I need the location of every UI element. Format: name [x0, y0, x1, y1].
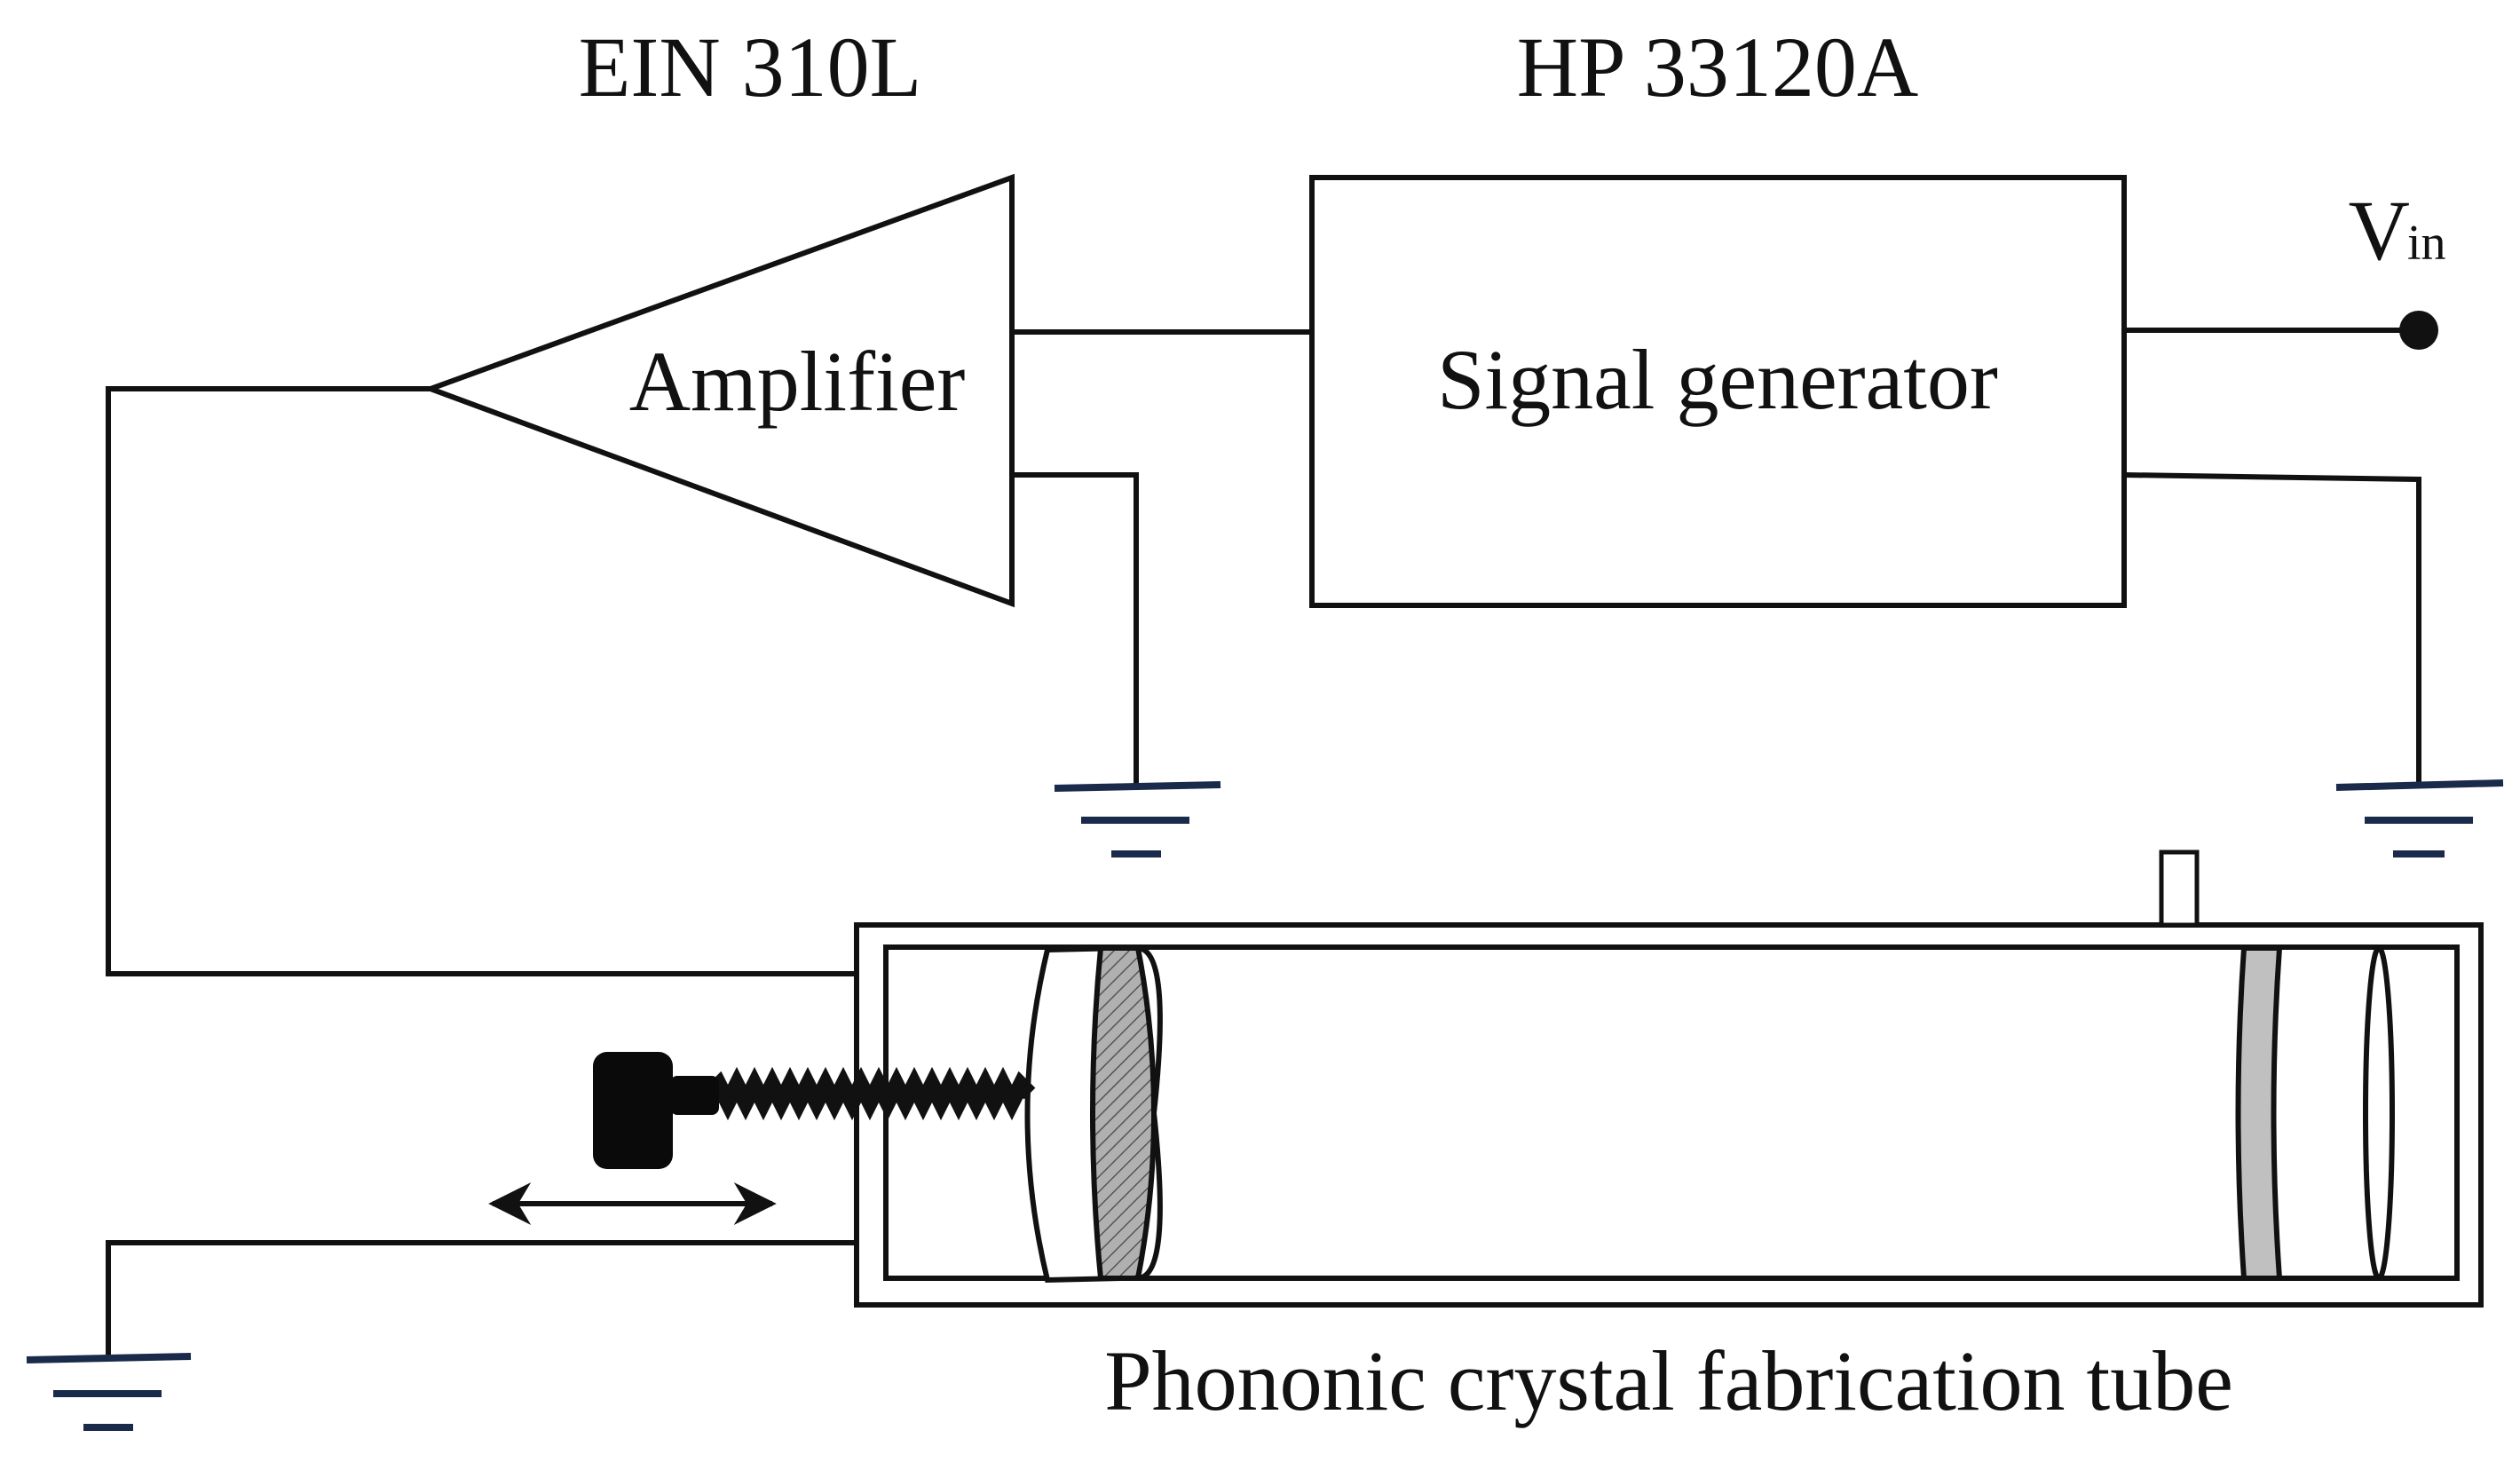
piston-hatched-face — [1090, 945, 1157, 1281]
phononic-crystal-tube — [854, 850, 2484, 1308]
tube-caption: Phononic crystal fabrication tube — [1104, 1333, 2233, 1428]
vin-label: V — [2349, 183, 2410, 278]
wire-tube-ground — [106, 1240, 1019, 1361]
amplifier-symbol — [423, 173, 1015, 608]
ground-icon — [2335, 779, 2504, 857]
generator-model-label: HP 33120A — [1517, 20, 1918, 115]
knob-icon — [593, 1052, 673, 1169]
adjustment-screw-icon — [670, 1066, 1036, 1121]
ground-icon — [26, 1353, 192, 1431]
vin-main-text: V — [2349, 183, 2410, 278]
ground-icon — [1054, 781, 1221, 857]
signal-generator-box — [1309, 175, 2127, 608]
vin-subscript: in — [2407, 216, 2446, 271]
right-end-disc — [2363, 945, 2395, 1281]
right-gray-disc — [2235, 945, 2283, 1281]
amplifier-model-label: EIN 310L — [579, 20, 922, 115]
wire-amp-output-to-tube — [106, 386, 1019, 976]
tube-vent — [2159, 850, 2200, 928]
wire-generator-ground — [2121, 471, 2421, 786]
signal-generator-label: Signal generator — [1437, 332, 1998, 427]
piston-front-edge — [1137, 945, 1163, 1281]
amplifier-label: Amplifier — [629, 334, 966, 429]
wire-amp-ground — [1009, 472, 1139, 788]
vin-terminal — [2399, 311, 2438, 350]
